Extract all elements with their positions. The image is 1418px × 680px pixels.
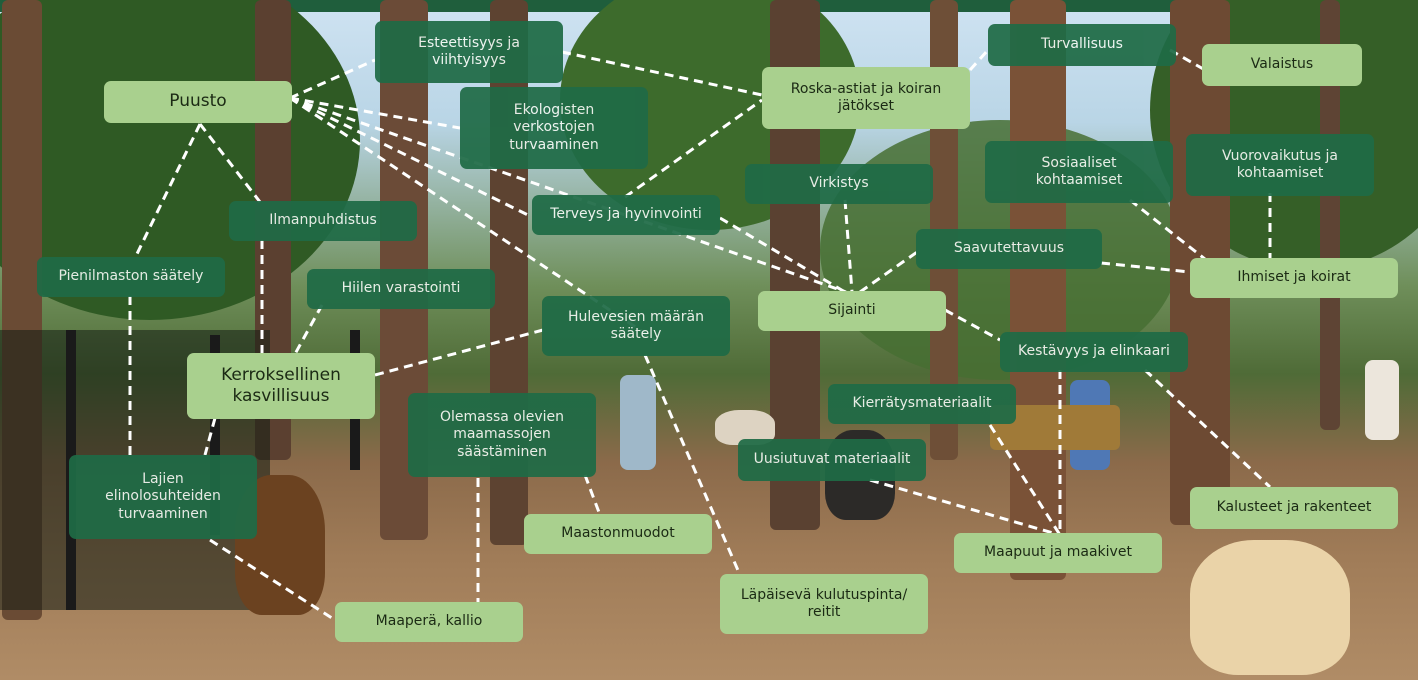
concept-box-kestavyys: Kestävyys ja elinkaari <box>1000 332 1188 372</box>
connector-line <box>583 474 602 516</box>
concept-box-lajien: Lajien elinolosuhteiden turvaaminen <box>69 455 257 539</box>
concept-box-kierratys: Kierrätysmateriaalit <box>828 384 1016 424</box>
concept-box-hulevesien: Hulevesien määrän säätely <box>542 296 730 356</box>
tree-trunk <box>1320 0 1340 430</box>
concept-box-sosiaaliset: Sosiaaliset kohtaamiset <box>985 141 1173 203</box>
concept-box-virkistys: Virkistys <box>745 164 933 204</box>
concept-box-kerroksellinen: Kerroksellinen kasvillisuus <box>187 353 375 419</box>
concept-box-saavutettavuus: Saavutettavuus <box>916 229 1102 269</box>
connector-line <box>968 48 990 72</box>
concept-box-valaistus: Valaistus <box>1202 44 1362 86</box>
running-person <box>620 375 656 470</box>
concept-box-uusiutuvat: Uusiutuvat materiaalit <box>738 439 926 481</box>
concept-box-roska: Roska-astiat ja koiran jätökset <box>762 67 970 129</box>
concept-box-lapaiseva: Läpäisevä kulutuspinta/ reitit <box>720 574 928 634</box>
concept-box-maastonmuodot: Maastonmuodot <box>524 514 712 554</box>
concept-box-olemassa: Olemassa olevien maamassojen säästäminen <box>408 393 596 477</box>
concept-box-puusto: Puusto <box>104 81 292 123</box>
tree-trunk <box>1010 0 1066 580</box>
concept-box-kalusteet: Kalusteet ja rakenteet <box>1190 487 1398 529</box>
concept-box-terveys: Terveys ja hyvinvointi <box>532 195 720 235</box>
concept-box-ihmiset: Ihmiset ja koirat <box>1190 258 1398 298</box>
concept-box-hiilen: Hiilen varastointi <box>307 269 495 309</box>
concept-box-sijainti: Sijainti <box>758 291 946 331</box>
concept-box-maapuut: Maapuut ja maakivet <box>954 533 1162 573</box>
concept-box-turvallisuus: Turvallisuus <box>988 24 1176 66</box>
concept-box-esteettisyys: Esteettisyys ja viihtyisyys <box>375 21 563 83</box>
concept-box-vuorovaikutus: Vuorovaikutus ja kohtaamiset <box>1186 134 1374 196</box>
walking-person <box>1365 360 1399 440</box>
connector-line <box>293 304 324 355</box>
concept-box-ilmanpuhdistus: Ilmanpuhdistus <box>229 201 417 241</box>
concept-box-ekologisten: Ekologisten verkostojen turvaaminen <box>460 87 648 169</box>
white-dog <box>1190 540 1350 675</box>
concept-box-maapera: Maaperä, kallio <box>335 602 523 642</box>
concept-box-pienilmasto: Pienilmaston säätely <box>37 257 225 297</box>
